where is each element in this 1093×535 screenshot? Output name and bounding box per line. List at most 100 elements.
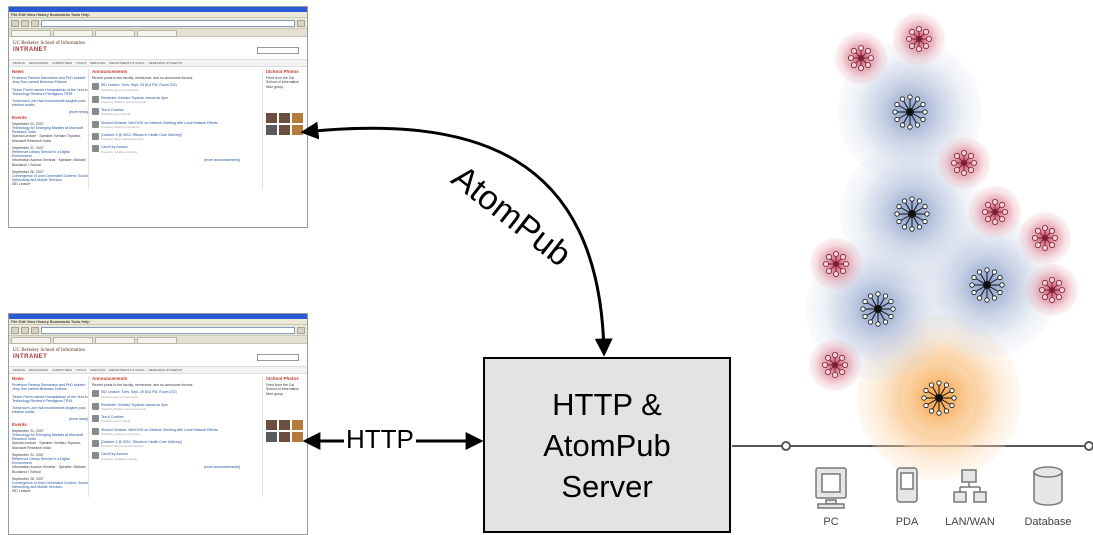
news-list: Professor Pamela Samuelson and PhD stude… <box>12 76 88 107</box>
nav-item[interactable]: PEOPLE <box>13 368 26 372</box>
event-title[interactable]: Convergence of User-Generated Content, S… <box>12 481 88 490</box>
nav-item[interactable]: DEPARTMENTS & STAFF <box>109 61 145 65</box>
left-column: News Professor Pamela Samuelson and PhD … <box>12 376 89 497</box>
reload-icon <box>31 19 39 27</box>
pc-icon <box>815 467 847 509</box>
news-item[interactable]: Tiezen Parrin named Humanitarian of the … <box>12 87 88 96</box>
red-node <box>809 339 861 391</box>
announcement-title[interactable]: ISD Lecture: Tues. Sept. 25 (5-6 PM, Roo… <box>101 83 177 88</box>
browser-screenshot-top: File Edit View History Bookmarks Tools H… <box>8 6 308 228</box>
nav-item[interactable]: DEPARTMENTS & STAFF <box>109 368 145 372</box>
news-item[interactable]: Professor Pamela Samuelson and PhD stude… <box>12 76 86 85</box>
news-more: [more news] <box>68 417 88 422</box>
news-title: News <box>12 376 24 381</box>
event-title[interactable]: Reference Library Service in a Digital E… <box>12 457 70 466</box>
nav-item[interactable]: TOOLS <box>76 61 87 65</box>
announcement-title[interactable]: [October 3 @ ISSC: Rituals in Health Car… <box>101 133 182 138</box>
event-title[interactable]: Technology for Emerging Markets at Micro… <box>12 433 84 442</box>
event-sub: Special Lecture · Speaker: Kentaro Toyam… <box>12 134 81 143</box>
nav-item[interactable]: RESEARCH STUDENTS <box>148 368 183 372</box>
event-sub: Information Access Seminar · Speaker: Mi… <box>12 465 86 474</box>
announcement-sub: Posted by alumni in announce <box>101 394 139 399</box>
event-title[interactable]: Convergence of User-Generated Content, S… <box>12 174 88 183</box>
lan-wan-icon <box>953 469 987 503</box>
bus-endpoint <box>1084 441 1093 451</box>
browser-menubar: File Edit View History Bookmarks Tools H… <box>9 12 307 18</box>
browser-toolbar <box>9 18 307 29</box>
event-date: September 21, 2007 <box>12 428 44 433</box>
nav-item[interactable]: SERVICES <box>90 61 106 65</box>
announcement-sub: Posted by ann in faculty <box>101 419 131 424</box>
logo-site: INTRANET <box>13 47 48 53</box>
announcement-title[interactable]: [October 3 @ ISSC: Rituals in Health Car… <box>101 440 182 445</box>
announcements-title: Announcements <box>92 376 128 381</box>
tab <box>11 337 51 344</box>
announcement-item: ISD Lecture: Tues. Sept. 25 (5-6 PM, Roo… <box>92 390 260 399</box>
browser-tabs <box>9 29 307 37</box>
announcement-title[interactable]: iSchool Seminar: Wed 9/26 on Network See… <box>101 427 218 432</box>
announcement-icon <box>92 415 99 423</box>
bus-endpoint <box>781 441 791 451</box>
announcement-icon <box>92 108 99 116</box>
announcement-sub: Posted by Rafael in announcements <box>101 100 146 105</box>
nav-item[interactable]: COMMITTEES <box>52 368 73 372</box>
nav-item[interactable]: PEOPLE <box>13 61 26 65</box>
nav-item[interactable]: RESEARCH STUDENTS <box>148 61 183 65</box>
red-node <box>938 137 990 189</box>
red-node <box>835 32 887 84</box>
announcements-more: [more announcements] <box>204 464 240 469</box>
news-item[interactable]: Tomorrow's Joe Hall recommends tougher p… <box>12 99 87 108</box>
announcement-title[interactable]: iSchool Seminar: Wed 9/26 on Network See… <box>101 120 218 125</box>
announcement-title[interactable]: Card Key Access <box>101 452 128 457</box>
event-sub: Information Access Seminar · Speaker: Mi… <box>12 158 86 167</box>
tab <box>137 30 177 37</box>
red-node <box>969 186 1021 238</box>
announcement-icon <box>92 120 99 128</box>
announcements-intro: Recent posts to the faculty, nembunce, a… <box>92 76 194 81</box>
browser-tabs <box>9 336 307 344</box>
announcement-icon <box>92 402 99 410</box>
announcement-icon <box>92 133 99 141</box>
announcement-list: ISD Lecture: Tues. Sept. 25 (5-6 PM, Roo… <box>92 83 260 154</box>
news-item[interactable]: Tomorrow's Joe Hall recommends tougher p… <box>12 406 87 415</box>
nav-item[interactable]: RESOURCES <box>29 368 49 372</box>
announcement-title[interactable]: Tea & Cookies <box>101 108 124 113</box>
news-more: [more news] <box>68 110 88 115</box>
nav-item[interactable]: SERVICES <box>90 368 106 372</box>
news-item[interactable]: Professor Pamela Samuelson and PhD stude… <box>12 383 86 392</box>
announcement-title[interactable]: Reminder: Kentaro Toyama, tomorrow 3pm <box>101 95 168 100</box>
announcement-sub: Posted by Meg in announcements <box>101 444 144 449</box>
announcement-item: iSchool Seminar: Wed 9/26 on Network See… <box>92 427 260 436</box>
nav-item[interactable]: COMMITTEES <box>52 61 73 65</box>
announcement-sub: Posted by nboerig in announce <box>101 124 140 129</box>
event-title[interactable]: Technology for Emerging Markets at Micro… <box>12 126 84 135</box>
nav-item[interactable]: RESOURCES <box>29 61 49 65</box>
event-title[interactable]: Reference Library Service in a Digital E… <box>12 150 70 159</box>
back-icon <box>11 19 19 27</box>
news-item[interactable]: Tiezen Parrin named Humanitarian of the … <box>12 394 88 403</box>
announcement-icon <box>92 452 99 460</box>
logo-site: INTRANET <box>13 354 48 360</box>
announcement-title[interactable]: Reminder: Kentaro Toyama, tomorrow 3pm <box>101 402 168 407</box>
events-title: Events <box>12 114 27 120</box>
nav-item[interactable]: TOOLS <box>76 368 87 372</box>
right-column: iSchool Photos Feed from the Cal School … <box>266 376 304 497</box>
back-icon <box>11 326 19 334</box>
announcement-title[interactable]: Card Key Access <box>101 145 128 150</box>
events-title: Events <box>12 421 27 427</box>
device-label-pda: PDA <box>895 516 919 528</box>
site-search <box>257 47 299 54</box>
announcement-sub: Posted by nboerig in announce <box>101 431 140 436</box>
announcement-title[interactable]: ISD Lecture: Tues. Sept. 25 (5-6 PM, Roo… <box>101 390 177 395</box>
announcement-title[interactable]: Tea & Cookies <box>101 415 124 420</box>
photo-grid <box>266 112 304 135</box>
